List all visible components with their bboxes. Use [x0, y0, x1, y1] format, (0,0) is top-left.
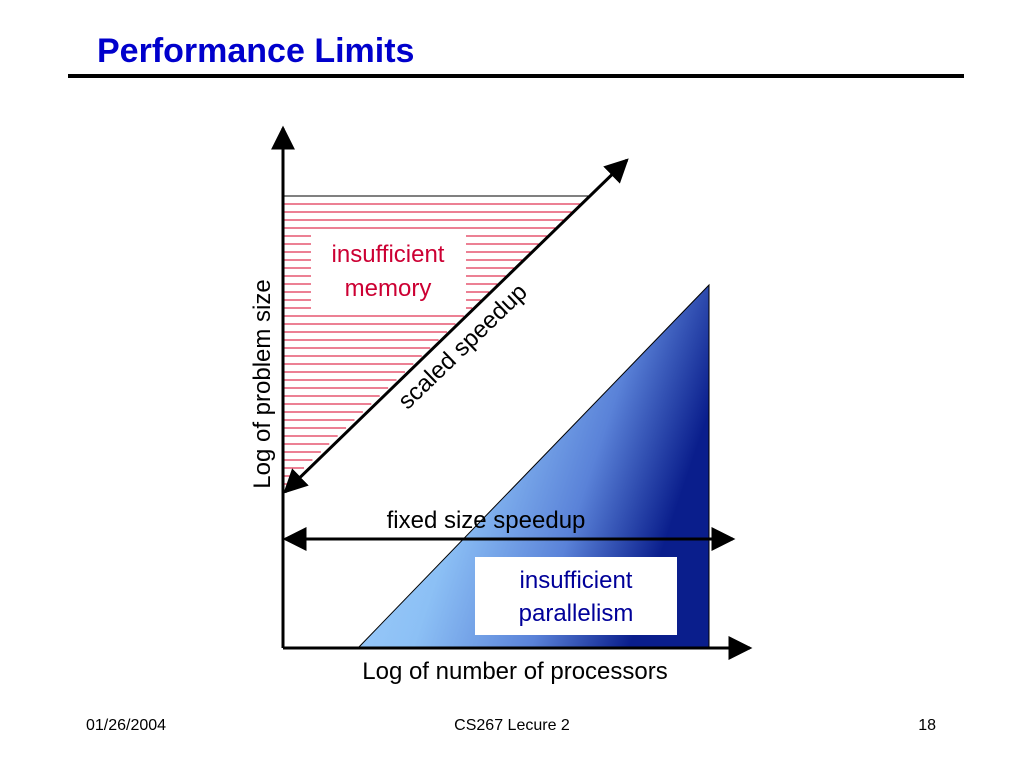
insufficient-parallelism-box [475, 557, 677, 635]
insufficient-parallelism-line2: parallelism [519, 600, 634, 627]
footer-course: CS267 Lecure 2 [454, 717, 570, 734]
insufficient-memory-line1: insufficient [332, 241, 445, 268]
fixed-size-speedup-label: fixed size speedup [387, 507, 586, 534]
title-underline [68, 74, 964, 78]
scaled-speedup-arrow [283, 158, 629, 494]
insufficient-memory-line2: memory [345, 275, 432, 302]
y-axis-label: Log of problem size [249, 279, 276, 488]
x-axis-label: Log of number of processors [362, 658, 668, 685]
footer-date: 01/26/2004 [86, 717, 167, 734]
insufficient-memory-box [311, 232, 466, 310]
slide-title: Performance Limits [97, 32, 415, 70]
footer-page-number: 18 [918, 717, 936, 734]
insufficient-parallelism-line1: insufficient [520, 567, 633, 594]
